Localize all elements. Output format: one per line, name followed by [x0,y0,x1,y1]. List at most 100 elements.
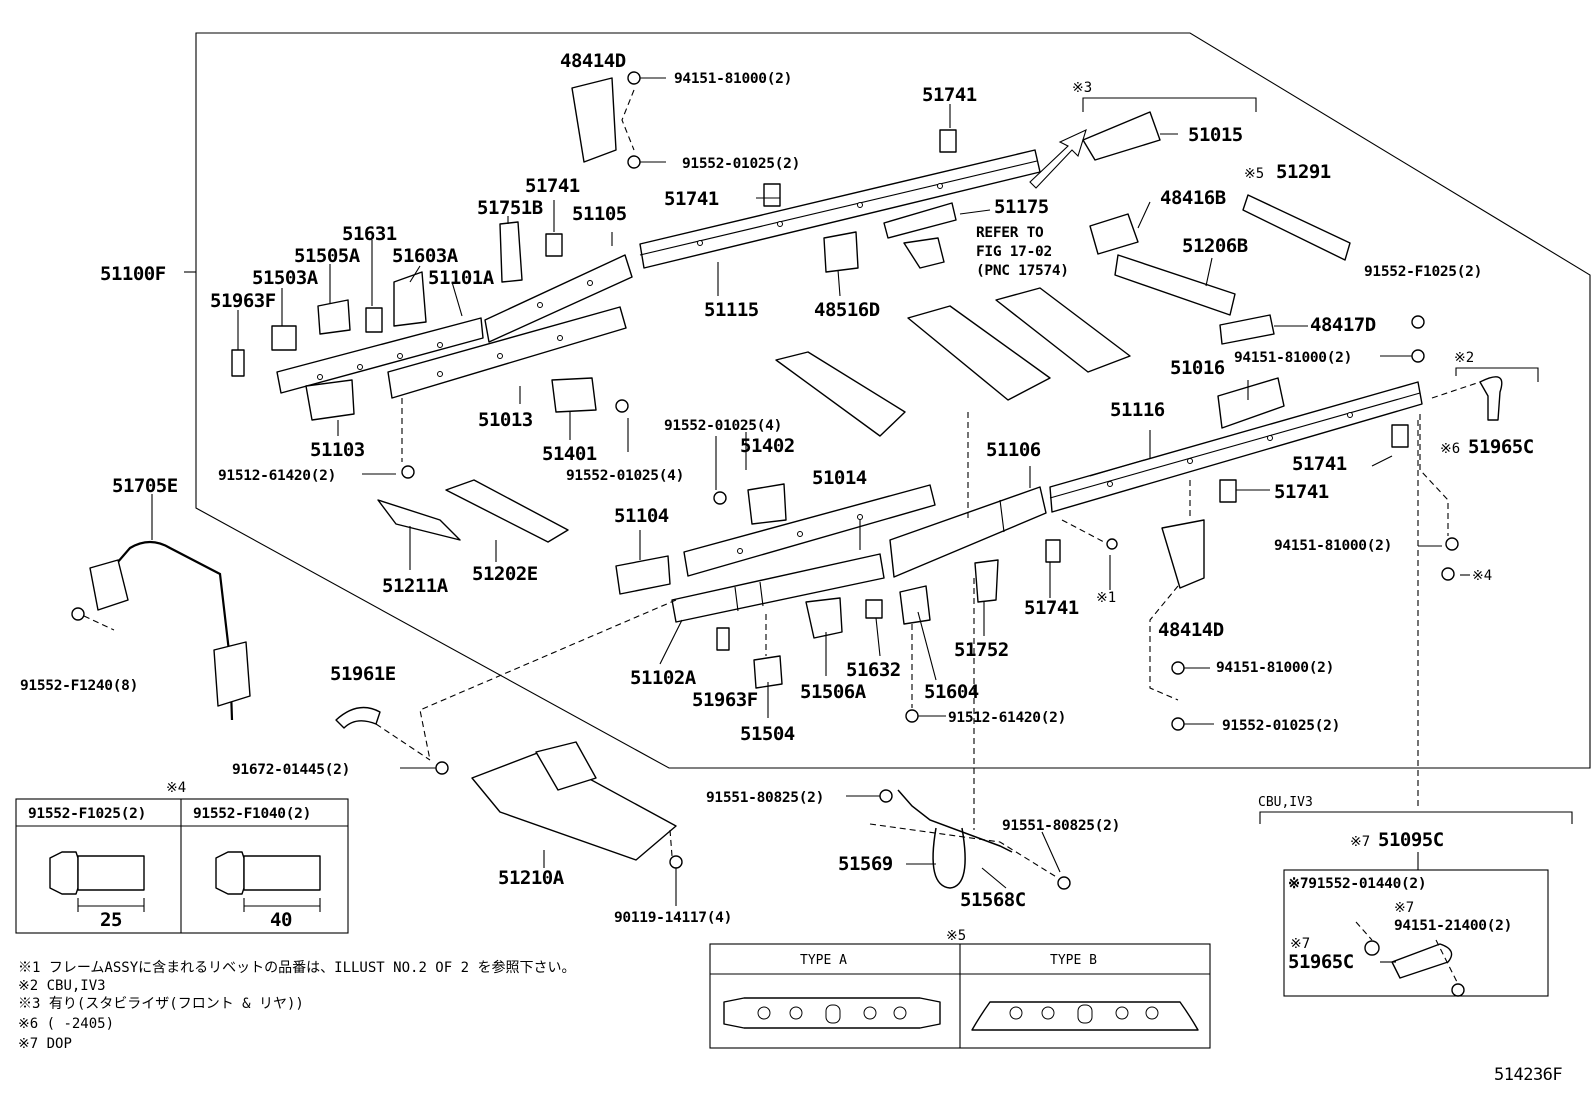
bolt-table-col1-length: 25 [100,909,122,931]
label-51632: 51632 [846,659,901,681]
frame-rail-51102A [671,553,885,623]
label-refer-fig: FIG 17-02 [976,244,1052,260]
label-94151-81000-bottom: 94151-81000(2) [1216,660,1334,676]
bolt-91552-01440 [1364,940,1380,956]
bracket-51104 [615,555,671,595]
label-51505A: 51505A [294,245,361,267]
bolt-table-col2-length: 40 [270,909,292,931]
label-48516D: 48516D [814,299,880,321]
label-51961E: 51961E [330,663,396,685]
hook-51965C-dop [1391,943,1453,979]
frame-assembly-51210A [471,751,677,861]
stopper-51631 [365,307,383,333]
label-51202E: 51202E [472,563,538,585]
label-91551-80825-a: 91551-80825(2) [706,790,824,806]
crossmember-51202E [445,479,569,543]
bracket-51175 [883,202,957,239]
type-b-label: TYPE B [1050,953,1097,968]
hook-51965C [1479,376,1503,421]
footnote-3: ※3 有り(スタビライザ(フロント & リヤ)) [18,996,304,1012]
footnote-2: ※2 CBU,IV3 [18,978,106,994]
label-91552-01025-top: 91552-01025(2) [682,156,800,172]
frame-rail-51014 [683,484,936,577]
type-a-label: TYPE A [800,953,847,968]
frame-rail-upper-left [276,317,484,394]
label-51105: 51105 [572,203,627,225]
label-51631: 51631 [342,223,397,245]
label-51206B: 51206B [1182,235,1248,257]
label-51103: 51103 [310,439,365,461]
label-51102A: 51102A [630,667,697,689]
label-51115: 51115 [704,299,759,321]
label-51211A: 51211A [382,575,449,597]
label-note1-mark: ※1 [1096,590,1116,606]
label-51106: 51106 [986,439,1041,461]
bracket-48516D [823,231,859,273]
label-51741-r2: 51741 [1274,481,1329,503]
stopper-51741-b [763,183,781,207]
label-51210A: 51210A [498,867,565,889]
label-51100F: 51100F [100,263,166,285]
label-refer-to: REFER TO [976,225,1044,241]
label-51965C: 51965C [1468,436,1534,458]
bolt-length-table: ※4 91552-F1025(2) 91552-F1040(2) 25 40 [15,780,349,934]
label-51963F-bottom: 51963F [692,689,758,711]
label-51741-r1: 51741 [1292,453,1347,475]
frame-rail-51106 [889,486,1047,578]
label-cbu-iv3: CBU,IV3 [1258,795,1313,810]
label-51965C-box: 51965C [1288,951,1354,973]
stopper-51741-c [545,233,563,257]
crossmember-middle [775,351,906,437]
label-51116: 51116 [1110,399,1165,421]
label-91552-01440: ※791552-01440(2) [1288,876,1426,892]
bracket-51504 [753,655,783,689]
label-51504: 51504 [740,723,795,745]
bolt-table-mark: ※4 [166,780,186,796]
label-91552-F1240: 91552-F1240(8) [20,678,138,694]
bracket-51751B [499,221,523,283]
crossmember-rear-center [995,287,1131,373]
frame-rail-51105 [484,254,633,343]
label-51568C: 51568C [960,889,1026,911]
footnote-7: ※7 DOP [18,1036,72,1052]
bracket-51506A [805,597,843,639]
bracket-51505A [317,299,351,335]
bracket-51402 [747,483,787,525]
label-51014: 51014 [812,467,867,489]
label-51013: 51013 [478,409,533,431]
label-51741-top: 51741 [922,84,977,106]
label-51604: 51604 [924,681,979,703]
bracket-51569 [932,827,966,889]
label-51291: 51291 [1276,161,1331,183]
bracket-17574 [903,237,945,269]
bracket-51016 [1217,377,1285,429]
footnote-1: ※1 フレームASSYに含まれるリベットの品番は、ILLUST NO.2 OF … [18,959,575,976]
label-91552-F1025-right: 91552-F1025(2) [1364,264,1482,280]
label-94151-81000-right: 94151-81000(2) [1234,350,1352,366]
bracket-51603A [393,271,427,327]
label-51751B: 51751B [477,197,543,219]
stopper-51963F-a [231,349,245,377]
label-51402: 51402 [740,435,795,457]
stopper-51741-a [939,129,957,153]
bracket-51752 [974,559,999,603]
label-48417D: 48417D [1310,314,1376,336]
stopper-51963F-b [716,627,730,651]
crossmember-51015 [1082,111,1161,161]
label-51101A: 51101A [428,267,495,289]
label-91552-01025-4a: 91552-01025(4) [664,418,782,434]
label-51741-left: 51741 [525,175,580,197]
label-note6-mark: ※6 [1440,441,1460,457]
label-48414D-top: 48414D [560,50,626,72]
label-51963F-left: 51963F [210,290,276,312]
label-51603A: 51603A [392,245,459,267]
crossmember-51206B [1114,254,1236,316]
label-51503A: 51503A [252,267,319,289]
label-51741-mid: 51741 [664,188,719,210]
label-51401: 51401 [542,443,597,465]
bumper-bracket-right [213,641,251,707]
bracket-48414D-top [571,77,617,163]
label-91672-01445: 91672-01445(2) [232,762,350,778]
label-91552-01025-bottom: 91552-01025(2) [1222,718,1340,734]
